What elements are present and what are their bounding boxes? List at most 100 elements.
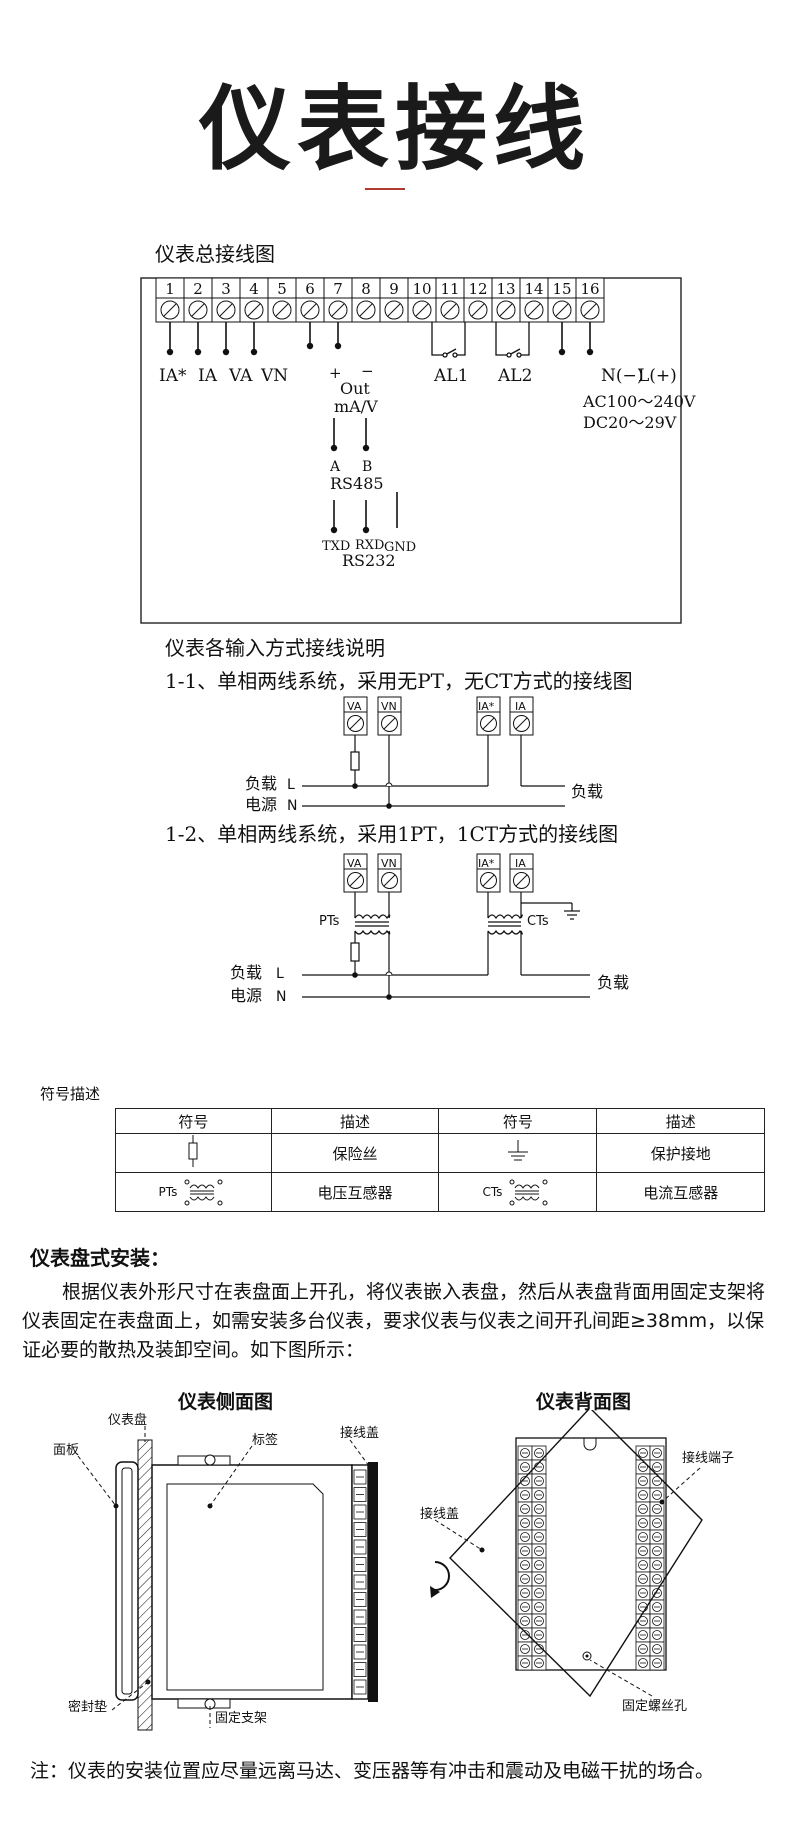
terminal-11: 11 <box>435 277 465 323</box>
terminal-number: 13 <box>496 280 515 298</box>
rs485-a-dot <box>330 444 338 452</box>
terminal-number: 8 <box>361 280 371 298</box>
terminal-number: 6 <box>305 280 315 298</box>
terminal-2: 2 <box>183 277 213 356</box>
terminal-number: 10 <box>412 280 431 298</box>
svg-text:IA: IA <box>515 857 526 870</box>
label-dc-range: DC20～29V <box>583 413 677 432</box>
case2-source-label: 电源 <box>230 986 262 1005</box>
panel-board <box>137 1439 153 1731</box>
terminal-6: 6 <box>295 277 325 350</box>
label-rs485-b: B <box>362 459 372 475</box>
svg-text:IA*: IA* <box>478 857 495 870</box>
terminal-1: 1 <box>155 277 185 356</box>
side-label-terminal-cover: 接线盖 <box>340 1425 379 1441</box>
side-terminals <box>353 1469 367 1695</box>
terminal-7: 7 <box>323 277 353 350</box>
case1-load-right: 负载 <box>571 782 603 801</box>
terminal-4: 4 <box>239 277 269 356</box>
side-leaders <box>77 1426 373 1728</box>
terminal-5: 5 <box>267 277 297 323</box>
terminal-number: 7 <box>333 280 343 298</box>
label-rs232: RS232 <box>342 551 396 570</box>
ct-symbol-label: CTs <box>482 1185 503 1199</box>
svg-text:IA: IA <box>515 700 526 713</box>
label-n: N(−) <box>601 366 643 386</box>
terminal-number: 5 <box>277 280 287 298</box>
case2-terminal-ia: IA <box>509 853 534 893</box>
rotated-terminal-cover <box>449 1410 703 1698</box>
back-view-title: 仪表背面图 <box>536 1391 632 1413</box>
svg-text:IA*: IA* <box>478 700 495 713</box>
fuse-symbol-cell <box>115 1133 272 1173</box>
terminal-12: 12 <box>463 277 493 323</box>
back-label-terminal-cover: 接线盖 <box>420 1506 459 1522</box>
label-ia: IA <box>198 366 218 386</box>
label-sticker <box>166 1483 324 1691</box>
terminal-number: 2 <box>193 280 203 298</box>
rs485-wires <box>333 418 367 446</box>
label-mav: mA/V <box>334 397 378 416</box>
cts-coil-top <box>487 914 523 920</box>
ground-desc: 保护接地 <box>596 1133 765 1173</box>
rs232-rxd-dot <box>362 526 370 534</box>
case2-diagram: VA VN IA* IA PTs CTs 负载 L 电源 N 负载 <box>230 853 629 1005</box>
back-leaders <box>434 1467 701 1697</box>
table-row: PTs 电压互感器 CTs 电流互感器 <box>115 1172 765 1212</box>
label-va: VA <box>228 366 253 386</box>
case2-terminal-va: VA <box>343 853 368 893</box>
terminal-number: 9 <box>389 280 399 298</box>
symbol-table: 符号 描述 符号 描述 保险丝 保护接地 PTs 电压互感器 CTs <box>115 1108 765 1212</box>
fuse-desc: 保险丝 <box>270 1133 440 1173</box>
case1-l-label: L <box>287 777 295 793</box>
main-diagram-heading: 仪表总接线图 <box>155 242 275 266</box>
case2-load-right: 负载 <box>597 973 629 992</box>
pt-symbol-cell: PTs <box>115 1172 272 1212</box>
back-terminals-right <box>635 1445 665 1671</box>
terminal-number: 3 <box>221 280 231 298</box>
label-gnd: GND <box>384 540 416 555</box>
rs232-txd-dot <box>330 526 338 534</box>
header-cell: 描述 <box>270 1108 440 1134</box>
page-title: 仪表接线 <box>198 76 591 183</box>
rs232-wires <box>333 492 398 528</box>
cts-coil-bottom <box>487 929 523 935</box>
bottom-note: 注：仪表的安装位置应尽量远离马达、变压器等有冲击和震动及电磁干扰的场合。 <box>30 1760 715 1782</box>
case2-load-label: 负载 <box>230 963 262 982</box>
al2-contact <box>495 322 530 358</box>
case1-terminal-ia-star: IA* <box>476 696 501 736</box>
side-view-diagram: 仪表盘 面板 标签 接线盖 密封垫 固定支架 <box>53 1412 379 1731</box>
panel-mount-paragraph: 根据仪表外形尺寸在表盘面上开孔，将仪表嵌入表盘，然后从表盘背面用固定支架将仪表固… <box>22 1281 766 1361</box>
side-label-face-plate: 面板 <box>53 1443 79 1458</box>
case1-terminal-va: VA <box>343 696 368 736</box>
ct-desc: 电流互感器 <box>596 1172 765 1212</box>
ground-symbol-cell <box>438 1133 598 1173</box>
fuse-icon <box>188 1135 198 1167</box>
terminal-3: 3 <box>211 277 241 356</box>
bottom-bracket <box>177 1698 231 1709</box>
terminal-10: 10 <box>407 277 437 323</box>
label-l: L(+) <box>638 366 677 386</box>
svg-text:VN: VN <box>381 700 397 713</box>
table-row: 保险丝 保护接地 <box>115 1133 765 1173</box>
case1-heading: 1-1、单相两线系统，采用无PT，无CT方式的接线图 <box>165 669 633 693</box>
side-label-seal: 密封垫 <box>68 1699 107 1715</box>
face-plate-inner <box>121 1467 133 1695</box>
back-label-screw-hole: 固定螺丝孔 <box>622 1699 687 1714</box>
header-cell: 符号 <box>115 1108 272 1134</box>
pts-label: PTs <box>319 914 340 929</box>
label-out: Out <box>340 379 370 398</box>
back-label-terminal: 接线端子 <box>682 1450 734 1466</box>
terminal-13: 13 <box>491 277 521 323</box>
case2-fuse <box>350 942 360 962</box>
terminal-number: 1 <box>165 280 175 298</box>
side-label-panel-board: 仪表盘 <box>108 1412 147 1428</box>
label-al2: AL2 <box>497 366 532 386</box>
svg-text:VN: VN <box>381 857 397 870</box>
label-txd: TXD <box>322 539 350 554</box>
case2-wires <box>302 892 590 998</box>
cts-label: CTs <box>527 914 549 929</box>
rs485-b-dot <box>362 444 370 452</box>
symbol-caption: 符号描述 <box>40 1085 101 1103</box>
ct-symbol-cell: CTs <box>438 1172 598 1212</box>
